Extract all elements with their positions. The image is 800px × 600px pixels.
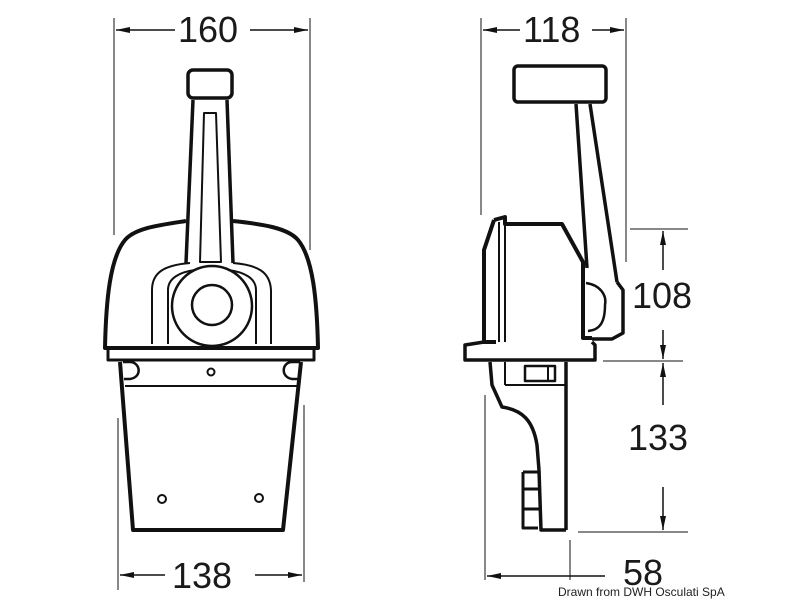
dim-label-108: 108 <box>630 275 695 316</box>
dim-label-58: 58 <box>623 552 664 593</box>
side-housing <box>493 215 592 340</box>
side-view <box>463 18 688 580</box>
front-view <box>103 18 320 590</box>
base-plate <box>106 346 316 362</box>
dim-label-118: 118 <box>521 9 583 50</box>
mounting-body <box>118 361 303 532</box>
side-lever-arm <box>574 103 619 283</box>
credit-text: Drawn from DWH Osculati SpA <box>558 585 725 599</box>
side-lever-knob <box>512 64 608 104</box>
lever-hub <box>170 264 254 348</box>
lever-arm <box>184 99 235 264</box>
dim-label-133: 133 <box>626 417 691 458</box>
side-flange <box>463 340 597 362</box>
dim-label-160: 160 <box>176 9 241 50</box>
cable-connector <box>521 470 539 530</box>
dim-label-138: 138 <box>170 555 235 596</box>
lever-knob <box>186 68 234 100</box>
